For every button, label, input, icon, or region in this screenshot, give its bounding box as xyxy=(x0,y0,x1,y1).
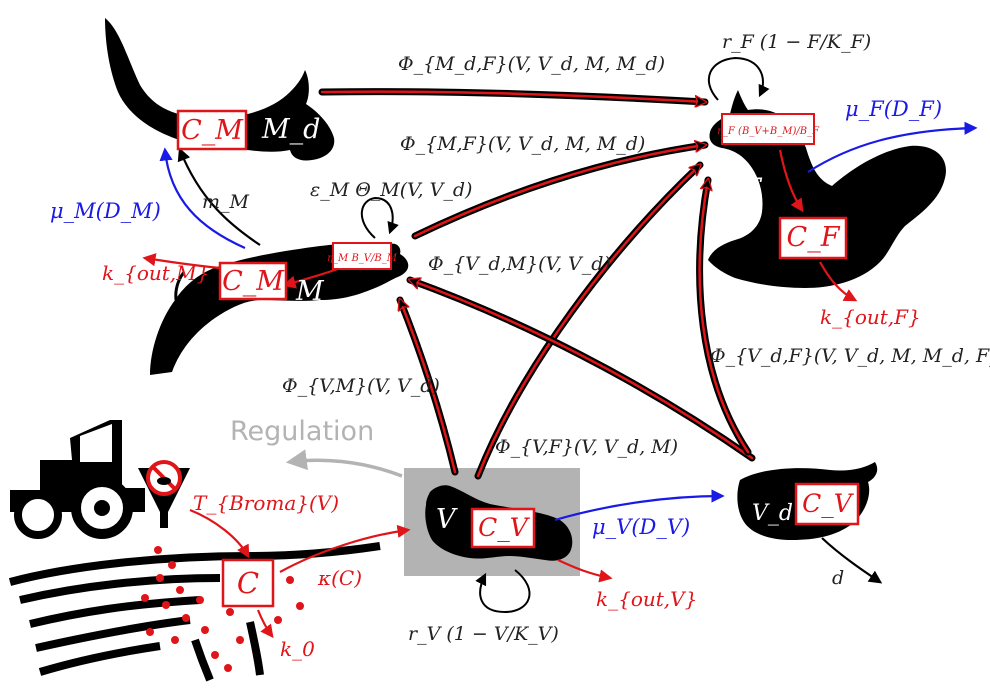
label-regulation: Regulation xyxy=(230,416,374,447)
arrow-decay xyxy=(821,537,883,584)
box-cm-dead-text: C_M xyxy=(181,115,244,146)
box-cf-text: C_F xyxy=(787,222,841,253)
arrow-kout-m xyxy=(142,253,221,270)
label-f-growth: r_F (1 − F/K_F) xyxy=(722,31,871,53)
arrow-vd-to-f xyxy=(696,176,752,456)
arrow-broma xyxy=(189,508,250,559)
label-mu-v: μ_V(D_V) xyxy=(592,515,690,539)
label-flux-v-f: Φ_{V,F}(V, V_d, M) xyxy=(495,436,678,458)
arrow-kout-f xyxy=(819,261,858,302)
arrow-m-self xyxy=(360,196,399,239)
box-cm-text: C_M xyxy=(222,266,285,297)
arrow-kappa xyxy=(279,524,411,573)
label-mu-m: μ_M(D_M) xyxy=(50,199,161,223)
arrow-k0 xyxy=(256,609,274,639)
label-m-self: ε_M Θ_M(V, V_d) xyxy=(310,179,472,201)
box-cv-text: C_V xyxy=(478,513,531,542)
box-cvd-text: C_V xyxy=(802,489,855,518)
arrow-vd-to-m xyxy=(406,276,756,462)
box-eta-f: η_F (B_V+B_M)/B_F xyxy=(717,113,820,145)
mustelid-icon xyxy=(150,243,409,375)
label-m-mortality: m_M xyxy=(202,191,250,213)
label-k0: k_0 xyxy=(280,637,315,661)
arrow-mu-m xyxy=(159,147,246,250)
arrow-f-self xyxy=(707,56,770,101)
label-m: M xyxy=(295,276,325,307)
mustelid-dead-icon xyxy=(105,18,335,161)
box-cf: C_F xyxy=(778,216,848,260)
label-vd: V_d xyxy=(752,501,793,526)
arrow-m-mortality xyxy=(177,147,261,246)
arrow-v-self xyxy=(475,569,531,614)
label-flux-vd-f: Φ_{V_d,F}(V, V_d, M, M_d, F_d) xyxy=(710,345,990,367)
thin-arrows xyxy=(142,56,978,639)
box-eta-f-text: η_F (B_V+B_M)/B_F xyxy=(717,126,820,137)
label-kappa: κ(C) xyxy=(317,566,362,590)
tractor-icon xyxy=(10,420,145,539)
label-v: V xyxy=(436,504,458,535)
arrow-kout-v xyxy=(557,559,613,583)
no-rodent-sign-icon xyxy=(138,460,190,528)
box-cm-dead: C_M xyxy=(176,109,248,151)
label-f: F xyxy=(741,172,763,205)
box-eta-m-text: η_M B_V/B_M xyxy=(327,253,398,264)
box-eta-m: η_M B_V/B_M xyxy=(327,242,398,270)
label-mu-f: μ_F(D_F) xyxy=(845,97,942,121)
box-cv: C_V xyxy=(470,507,536,549)
label-kout-v: k_{out,V} xyxy=(596,587,697,611)
arrow-mu-f xyxy=(807,121,978,173)
arrow-eta-f-to-cf xyxy=(778,149,804,213)
label-flux-vd-m: Φ_{V_d,M}(V, V_d) xyxy=(428,253,611,275)
soil-field-icon xyxy=(8,542,381,682)
arrow-mu-v xyxy=(554,489,725,522)
label-flux-m-f: Φ_{M,F}(V, V_d, M, M_d) xyxy=(400,133,645,155)
label-decay: d xyxy=(832,567,844,589)
flux-arrows xyxy=(318,88,756,480)
arrow-md-to-f xyxy=(318,88,709,102)
box-cvd: C_V xyxy=(794,482,860,526)
arrow-m-to-f xyxy=(411,145,709,240)
label-md: M_d xyxy=(261,114,320,145)
box-c-soil-text: C xyxy=(237,566,259,600)
label-flux-v-m: Φ_{V,M}(V, V_d) xyxy=(282,375,440,397)
label-v-growth: r_V (1 − V/K_V) xyxy=(408,623,559,645)
label-broma: T_{Broma}(V) xyxy=(193,491,339,515)
label-kout-m: k_{out,M} xyxy=(102,261,209,285)
arrow-regulation xyxy=(285,449,403,478)
label-flux-md-f: Φ_{M_d,F}(V, V_d, M, M_d) xyxy=(398,53,665,75)
label-kout-f: k_{out,F} xyxy=(820,305,921,329)
arrow-v-to-f xyxy=(474,161,704,480)
arrow-v-to-m xyxy=(396,296,459,476)
box-c-soil: C xyxy=(221,558,275,608)
box-cm: C_M xyxy=(218,261,288,301)
